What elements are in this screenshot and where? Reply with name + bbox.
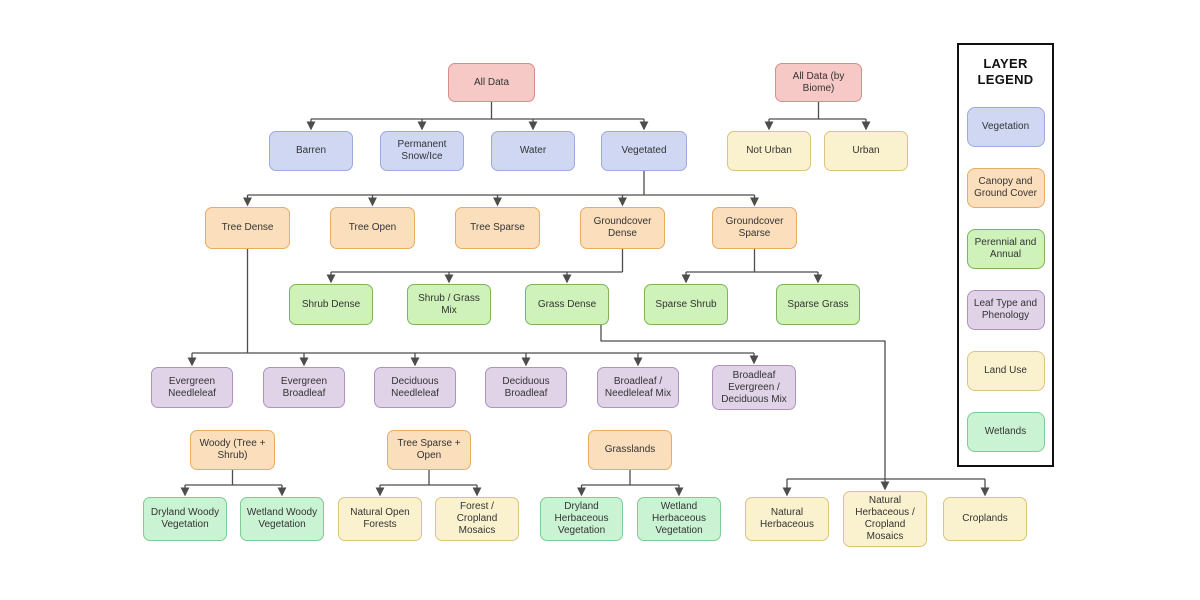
node-urban: Urban: [824, 131, 908, 171]
legend-item-leaf-type-and-phenology: Leaf Type and Phenology: [966, 290, 1045, 331]
edge-groundcover-dense: [331, 249, 624, 273]
node-tree-sparse: Tree Sparse: [455, 207, 540, 249]
legend-item-vegetation: Vegetation: [966, 107, 1045, 148]
node-label: Croplands: [962, 513, 1008, 524]
legend-title: LAYER LEGEND: [977, 56, 1034, 87]
node-label: Natural Open Forests: [350, 507, 410, 530]
legend-item-label: Vegetation: [981, 121, 1030, 133]
edge-grasslands: [581, 470, 679, 486]
node-tree-sparse-open: Tree Sparse + Open: [387, 430, 471, 470]
node-deciduous-needleleaf: Deciduous Needleleaf: [374, 367, 456, 408]
node-natural-open-forests: Natural Open Forests: [338, 497, 422, 541]
node-label: Shrub / Grass Mix: [418, 292, 480, 316]
legend-item-label: Perennial and Annual: [974, 237, 1037, 261]
node-label: Woody (Tree + Shrub): [199, 438, 266, 461]
node-evergreen-broadleaf: Evergreen Broadleaf: [263, 367, 345, 408]
node-label: Grass Dense: [537, 298, 597, 310]
node-grasslands: Grasslands: [588, 430, 672, 470]
legend-item-label: Land Use: [984, 365, 1027, 377]
node-label: Groundcover Sparse: [725, 216, 784, 239]
edge-grass-dense: [600, 325, 985, 480]
node-label: Dryland Woody Vegetation: [150, 507, 220, 530]
node-natural-herbaceous: Natural Herbaceous: [745, 497, 829, 541]
node-label: Water: [519, 145, 547, 156]
edge-all-data-biome: [769, 102, 866, 120]
node-natural-herbaceous-cropland-mosaics: Natural Herbaceous / Cropland Mosaics: [843, 491, 927, 547]
node-label: Vegetated: [621, 145, 667, 156]
node-water: Water: [491, 131, 575, 171]
node-label: Barren: [295, 145, 326, 156]
node-label: Not Urban: [746, 145, 792, 156]
legend-item-label: Canopy and Ground Cover: [974, 176, 1037, 200]
node-sparse-shrub: Sparse Shrub: [644, 284, 728, 325]
node-all-data-biome: All Data (by Biome): [775, 63, 862, 102]
node-label: Urban: [852, 145, 880, 156]
legend-item-label: Leaf Type and Phenology: [973, 298, 1038, 322]
node-sparse-grass: Sparse Grass: [776, 284, 860, 325]
legend-item-label: Wetlands: [984, 426, 1027, 438]
node-label: Groundcover Dense: [593, 216, 652, 239]
legend-item-wetlands: Wetlands: [966, 412, 1045, 453]
node-permanent-snow-ice: Permanent Snow/Ice: [380, 131, 464, 171]
node-label: Natural Herbaceous / Cropland Mosaics: [855, 495, 915, 542]
node-broadleaf-evergreen-deciduous-mix: Broadleaf Evergreen / Deciduous Mix: [712, 365, 796, 410]
node-label: Shrub Dense: [301, 298, 361, 310]
node-broadleaf-needleleaf-mix: Broadleaf / Needleleaf Mix: [597, 367, 679, 408]
node-label: Forest / Cropland Mosaics: [456, 501, 498, 536]
node-label: Broadleaf Evergreen / Deciduous Mix: [721, 369, 787, 405]
node-label: Evergreen Broadleaf: [280, 375, 328, 399]
node-wetland-herbaceous-vegetation: Wetland Herbaceous Vegetation: [637, 497, 721, 541]
node-shrub-dense: Shrub Dense: [289, 284, 373, 325]
node-label: Wetland Herbaceous Vegetation: [652, 501, 706, 536]
node-label: Permanent Snow/Ice: [397, 139, 447, 162]
node-label: Deciduous Broadleaf: [502, 375, 550, 399]
node-label: Tree Sparse + Open: [397, 438, 461, 461]
node-tree-dense: Tree Dense: [205, 207, 290, 249]
node-label: Deciduous Needleleaf: [391, 375, 439, 399]
node-tree-open: Tree Open: [330, 207, 415, 249]
node-label: Dryland Herbaceous Vegetation: [554, 501, 609, 536]
node-label: Broadleaf / Needleleaf Mix: [604, 375, 672, 399]
edge-vegetated: [247, 171, 755, 196]
node-label: Tree Sparse: [470, 222, 525, 233]
node-label: Sparse Grass: [787, 298, 849, 310]
node-groundcover-sparse: Groundcover Sparse: [712, 207, 797, 249]
node-label: Grasslands: [604, 444, 656, 455]
node-groundcover-dense: Groundcover Dense: [580, 207, 665, 249]
node-not-urban: Not Urban: [727, 131, 811, 171]
node-label: All Data (by Biome): [792, 70, 845, 94]
node-croplands: Croplands: [943, 497, 1027, 541]
node-evergreen-needleleaf: Evergreen Needleleaf: [151, 367, 233, 408]
node-vegetated: Vegetated: [601, 131, 687, 171]
node-label: Sparse Shrub: [655, 298, 717, 310]
node-barren: Barren: [269, 131, 353, 171]
node-forest-cropland-mosaics: Forest / Cropland Mosaics: [435, 497, 519, 541]
edge-all-data: [311, 102, 644, 120]
node-deciduous-broadleaf: Deciduous Broadleaf: [485, 367, 567, 408]
node-shrub-grass-mix: Shrub / Grass Mix: [407, 284, 491, 325]
node-grass-dense: Grass Dense: [525, 284, 609, 325]
node-dryland-herbaceous-vegetation: Dryland Herbaceous Vegetation: [540, 497, 623, 541]
edge-tree-dense: [192, 249, 754, 354]
legend-item-perennial-and-annual: Perennial and Annual: [966, 229, 1045, 270]
node-label: Evergreen Needleleaf: [168, 375, 216, 399]
legend-item-land-use: Land Use: [966, 351, 1045, 392]
node-dryland-woody-vegetation: Dryland Woody Vegetation: [143, 497, 227, 541]
node-label: Natural Herbaceous: [760, 507, 814, 530]
legend-item-canopy-and-ground-cover: Canopy and Ground Cover: [966, 168, 1045, 209]
node-woody-tree-shrub: Woody (Tree + Shrub): [190, 430, 275, 470]
node-label: Wetland Woody Vegetation: [246, 507, 318, 530]
node-wetland-woody-vegetation: Wetland Woody Vegetation: [240, 497, 324, 541]
node-label: Tree Dense: [221, 222, 274, 233]
edge-woody-tree-shrub: [185, 470, 282, 486]
node-label: Tree Open: [348, 222, 397, 233]
edge-groundcover-sparse: [686, 249, 818, 273]
edge-tree-sparse-open: [380, 470, 477, 486]
node-all-data: All Data: [448, 63, 535, 102]
node-label: All Data: [473, 76, 509, 88]
